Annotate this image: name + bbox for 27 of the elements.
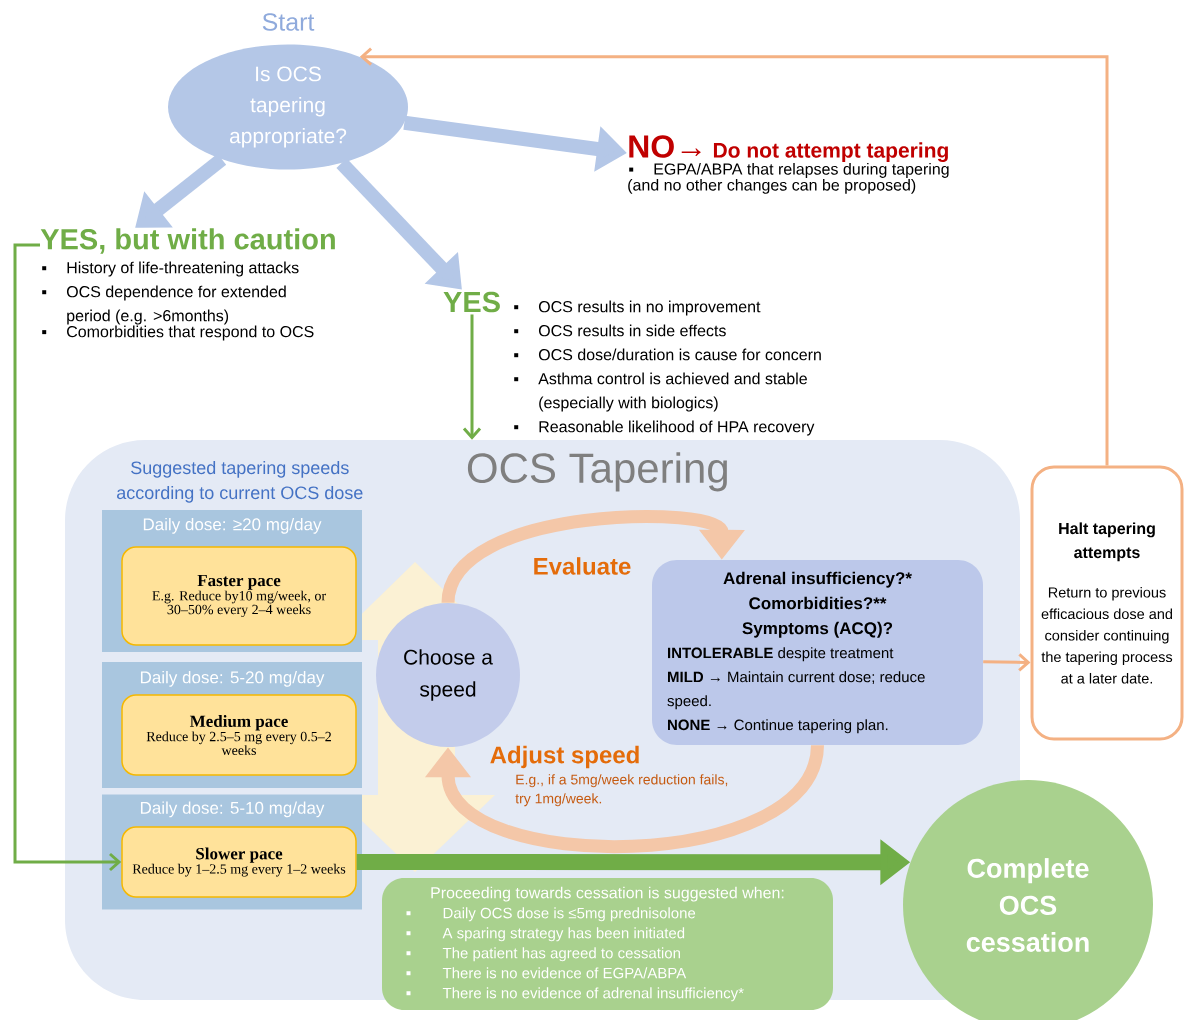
criteria-box: Proceeding towards cessation is suggested when: Daily OCS dose is ≤5mg prednisolone A sparing strategy has been initiated The patient has agreed to cessation There is no evidence of EGPA/ABPA There is no evidence of adrenal insufficiency* [382, 878, 833, 1010]
arrow [359, 47, 1109, 466]
arrow [441, 510, 745, 605]
edge-label: Evaluate [534, 557, 631, 575]
halt-box: Halt tapering attempts Return to previous efficacious dose and consider continuing the tapering process at a later date. [1030, 465, 1184, 741]
evaluation-box: Adrenal insufficiency?* Comorbidities?** Symptoms (ACQ)? INTOLERABLE despite treatment MILD → Maintain current dose; reduce speed. NONE → Continue tapering plan. [652, 560, 983, 745]
node-label: OCS results in side effects [538, 324, 726, 337]
outcome-text: YES [443, 291, 500, 313]
arrow [462, 314, 482, 440]
arrow [983, 653, 1031, 672]
arrow [424, 743, 824, 853]
note-text: E.g., if a 5mg/week reduction fails, try 1mg/week. [515, 774, 728, 807]
start-label: Start [262, 13, 315, 31]
node-label: Asthma control is achieved and stable (especially with biologics) [538, 372, 807, 412]
outcome-text: NO→ Do not attempt tapering EGPA/ABPA that relapses during tapering (and no other changes can be proposed) [628, 135, 949, 194]
pace-box: Faster pace E.g. Reduce by10 mg/week, or 30–50% every 2–4 weeks [121, 546, 357, 646]
node-label: OCS dose/duration is cause for concern [538, 348, 821, 361]
node-label: OCS results in no improvement [538, 300, 761, 316]
node-label: Reasonable likelihood of HPA recovery [539, 420, 815, 436]
criteria-list: OCS results in no improvement OCS results in side effects OCS dose/duration is cause for concern Asthma control is achieved and stable (especially with biologics) Reasonable likelihood of HPA recovery [514, 300, 821, 436]
pace-box: Slower pace Reduce by 1–2.5 mg every 1–2 weeks [121, 826, 357, 898]
outcome-text: YES, but with caution History of life-threatening attacks OCS dependence for extended period (e.g. >6months) Comorbidities that respond to OCS [40, 228, 335, 341]
section-heading: Suggested tapering speeds according to current OCS dose [117, 460, 363, 503]
edge-label: Adjust speed [490, 745, 639, 769]
pace-box: Medium pace Reduce by 2.5–5 mg every 0.5–2 weeks [121, 694, 357, 776]
arrow [13, 243, 122, 872]
panel-title: OCS Tapering [467, 452, 727, 492]
